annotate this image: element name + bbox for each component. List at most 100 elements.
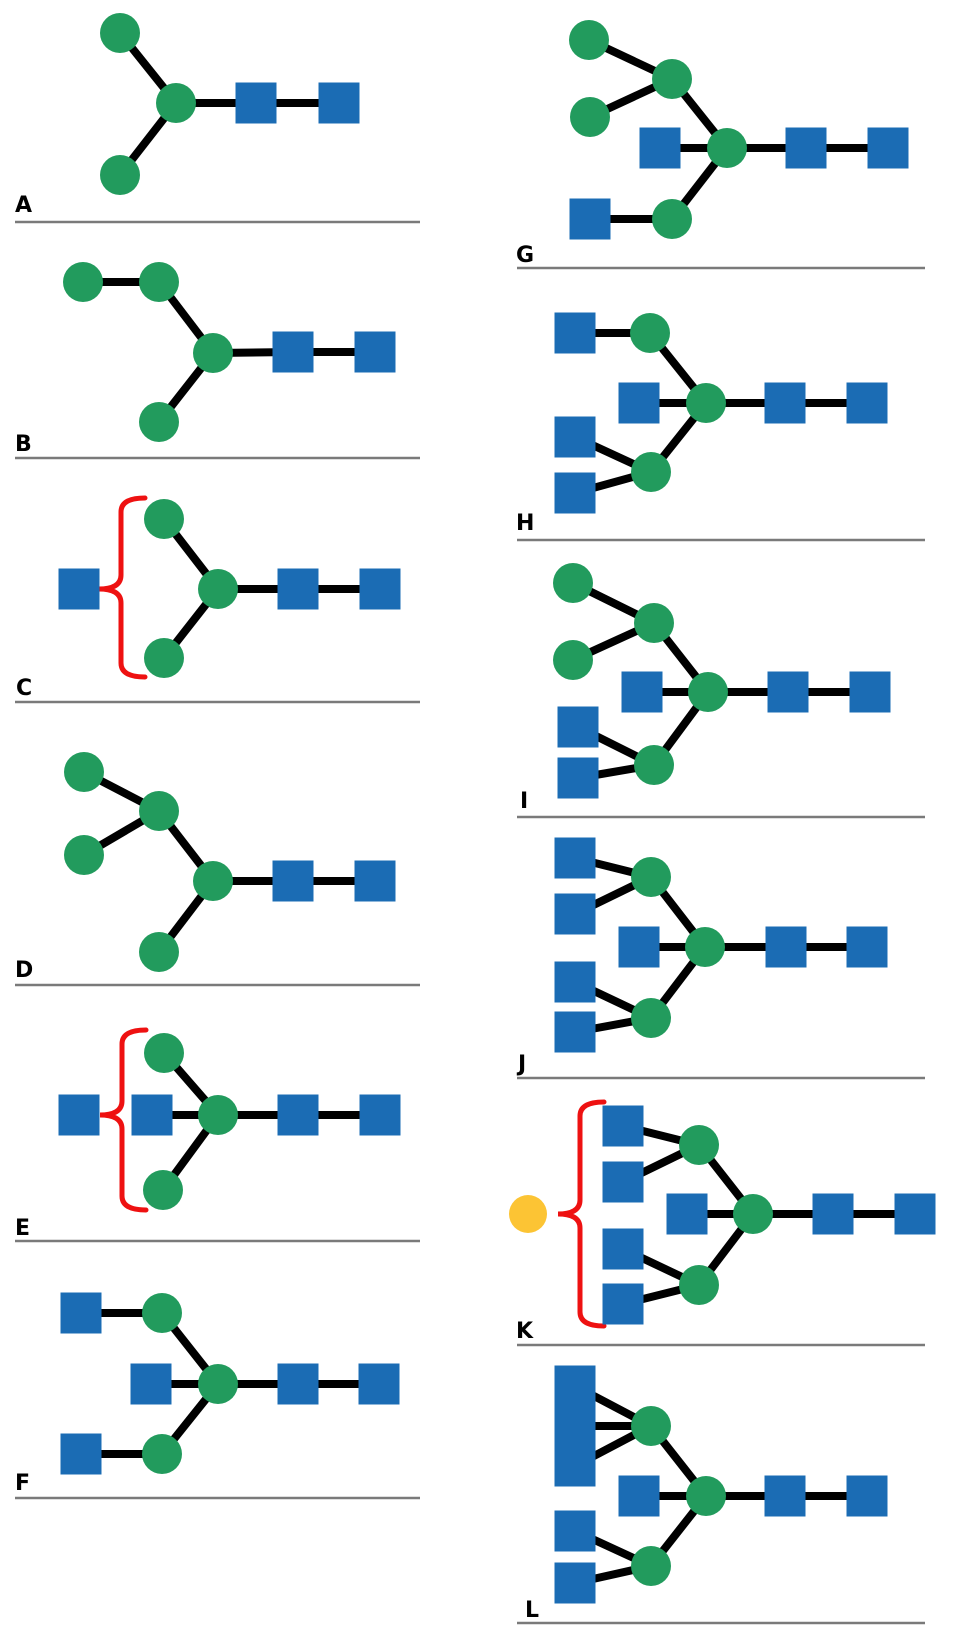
panel-E: E [15, 1027, 420, 1243]
panel-J: J [516, 837, 925, 1080]
glcnac-node [554, 1445, 596, 1487]
panel-G: G [516, 20, 925, 270]
panel-I: I [517, 563, 925, 819]
mannose-node [707, 128, 747, 168]
mannose-node [198, 1364, 238, 1404]
mannose-node [631, 452, 671, 492]
glcnac-node [318, 82, 360, 124]
glcnac-node [639, 127, 681, 169]
glcnac-node [272, 860, 314, 902]
mannose-node [631, 1546, 671, 1586]
mannose-node [652, 199, 692, 239]
mannose-node [144, 499, 184, 539]
glcnac-node [131, 1094, 173, 1136]
mannose-node [631, 857, 671, 897]
glcnac-node [867, 127, 909, 169]
panel-label: B [15, 432, 32, 457]
mannose-node [143, 1170, 183, 1210]
glcnac-node [618, 382, 660, 424]
panel-label: A [15, 193, 32, 218]
panel-label: C [16, 676, 32, 701]
glcnac-node [666, 1193, 708, 1235]
glcnac-node [554, 416, 596, 458]
glcnac-node [58, 1094, 100, 1136]
glcnac-node [618, 1475, 660, 1517]
glcnac-node [618, 926, 660, 968]
glcnac-node [554, 1562, 596, 1604]
mannose-node [198, 569, 238, 609]
panel-H: H [516, 312, 925, 542]
glcnac-node [554, 1510, 596, 1552]
panel-label: I [520, 789, 528, 814]
galactose-node [509, 1195, 547, 1233]
mannose-node [144, 1033, 184, 1073]
mannose-node [64, 752, 104, 792]
glcnac-node [557, 706, 599, 748]
mannose-node [63, 262, 103, 302]
glcnac-node [554, 893, 596, 935]
glcnac-node [764, 1475, 806, 1517]
glcnac-node [235, 82, 277, 124]
mannose-node [679, 1125, 719, 1165]
panel-label: F [15, 1471, 30, 1496]
mannose-node [570, 97, 610, 137]
glcnac-node [359, 568, 401, 610]
mannose-node [553, 640, 593, 680]
ambiguity-brace [98, 495, 148, 680]
glcnac-node [60, 1292, 102, 1334]
mannose-node [630, 313, 670, 353]
glcnac-node [846, 1475, 888, 1517]
glcnac-node [767, 671, 809, 713]
panel-A: A [15, 13, 420, 224]
glcnac-node [354, 860, 396, 902]
glcnac-node [765, 926, 807, 968]
panel-label: H [516, 511, 534, 536]
panel-K: K [509, 1099, 936, 1347]
glcnac-node [602, 1228, 644, 1270]
mannose-node [139, 932, 179, 972]
mannose-node [144, 638, 184, 678]
mannose-node [733, 1194, 773, 1234]
mannose-node [685, 927, 725, 967]
glcnac-node [554, 961, 596, 1003]
glcnac-node [58, 568, 100, 610]
glcnac-node [130, 1363, 172, 1405]
mannose-node [569, 20, 609, 60]
panel-label: K [516, 1319, 534, 1344]
glcnac-node [602, 1105, 644, 1147]
panel-C: C [15, 495, 420, 704]
glcnac-node [554, 312, 596, 354]
mannose-node [652, 59, 692, 99]
glcnac-node [764, 382, 806, 424]
mannose-node [100, 13, 140, 53]
mannose-node [142, 1434, 182, 1474]
mannose-node [634, 603, 674, 643]
mannose-node [634, 745, 674, 785]
glcnac-node [849, 671, 891, 713]
glcnac-node [602, 1283, 644, 1325]
glcnac-node [554, 837, 596, 879]
mannose-node [198, 1095, 238, 1135]
glcnac-node [554, 1405, 596, 1447]
mannose-node [142, 1293, 182, 1333]
glcnac-node [60, 1433, 102, 1475]
glcnac-node [785, 127, 827, 169]
glcnac-node [621, 671, 663, 713]
mannose-node [553, 563, 593, 603]
mannose-node [100, 155, 140, 195]
glcnac-node [894, 1193, 936, 1235]
glcnac-node [277, 1094, 319, 1136]
glcnac-node [557, 757, 599, 799]
panel-F: F [15, 1292, 420, 1500]
glcnac-node [554, 1365, 596, 1407]
panel-B: B [15, 262, 420, 460]
mannose-node [156, 83, 196, 123]
glcnac-node [554, 1011, 596, 1053]
glcnac-node [569, 198, 611, 240]
panel-label: J [516, 1052, 526, 1077]
panel-L: L [517, 1365, 925, 1625]
mannose-node [688, 672, 728, 712]
mannose-node [193, 333, 233, 373]
